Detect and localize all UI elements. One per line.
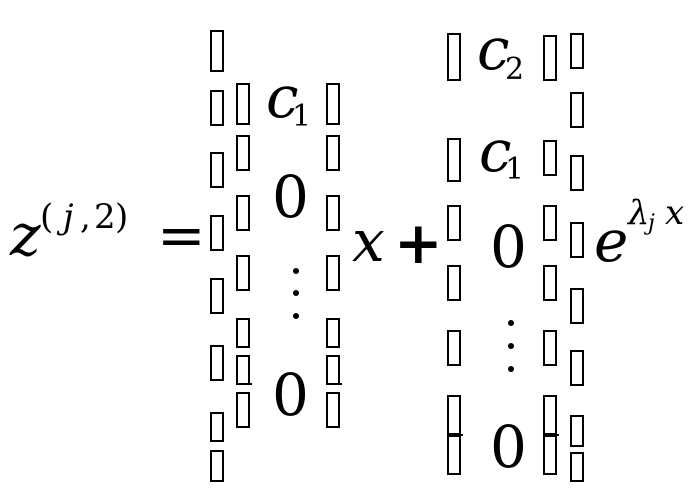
bracket-corner xyxy=(447,434,463,436)
missing-glyph-box xyxy=(570,288,584,324)
missing-glyph-box xyxy=(447,138,461,182)
second-vector-entry-zero: 0 xyxy=(490,213,527,281)
first-vector-entry-zero: 0 xyxy=(272,361,309,429)
ellipsis-dot xyxy=(508,366,514,372)
missing-glyph-box xyxy=(236,392,250,428)
missing-glyph-box xyxy=(447,435,461,475)
first-factor-x: x xyxy=(352,207,385,275)
bracket-corner xyxy=(236,383,252,385)
missing-glyph-box xyxy=(543,140,557,176)
first-vector-entry-c-subscript: 1 xyxy=(292,99,312,134)
missing-glyph-box xyxy=(570,155,584,191)
missing-glyph-box xyxy=(210,450,224,482)
missing-glyph-box xyxy=(447,265,461,301)
lhs-sup-close-paren: ) xyxy=(115,197,129,237)
ellipsis-dot xyxy=(508,320,514,326)
missing-glyph-box xyxy=(570,452,584,482)
bracket-corner xyxy=(543,434,559,436)
lhs-sup-open-paren: ( xyxy=(40,197,54,237)
second-vector-entry-c1: c xyxy=(479,117,512,185)
ellipsis-dot xyxy=(293,268,299,274)
missing-glyph-box xyxy=(326,255,340,291)
missing-glyph-box xyxy=(326,392,340,428)
exp-lambda-subscript: j xyxy=(648,211,655,236)
first-vector-entry-c: c xyxy=(266,63,299,131)
missing-glyph-box xyxy=(543,265,557,301)
missing-glyph-box xyxy=(236,135,250,171)
missing-glyph-box xyxy=(447,395,461,435)
missing-glyph-box xyxy=(210,215,224,251)
ellipsis-dot xyxy=(508,343,514,349)
missing-glyph-box xyxy=(543,435,557,475)
missing-glyph-box xyxy=(326,195,340,231)
missing-glyph-box xyxy=(210,152,224,188)
lhs-sup-order: 2 xyxy=(94,197,116,237)
lhs-sup-index: j xyxy=(63,197,74,237)
missing-glyph-box xyxy=(236,83,250,125)
second-vector-entry-c2-subscript: 2 xyxy=(505,52,525,87)
missing-glyph-box xyxy=(543,205,557,241)
missing-glyph-box xyxy=(570,92,584,128)
missing-glyph-box xyxy=(543,395,557,435)
ellipsis-dot xyxy=(293,313,299,319)
missing-glyph-box xyxy=(543,35,557,81)
lhs-sup-comma: , xyxy=(80,197,91,237)
lhs-z: z xyxy=(10,201,41,269)
missing-glyph-box xyxy=(326,318,340,348)
missing-glyph-box xyxy=(447,33,461,81)
missing-glyph-box xyxy=(570,222,584,258)
exp-base-e: e xyxy=(594,207,629,275)
missing-glyph-box xyxy=(570,33,584,69)
missing-glyph-box xyxy=(570,415,584,447)
missing-glyph-box xyxy=(210,30,224,72)
second-vector-entry-c2: c xyxy=(477,15,510,83)
missing-glyph-box xyxy=(210,278,224,314)
missing-glyph-box xyxy=(543,330,557,366)
second-vector-entry-c1-subscript: 1 xyxy=(505,152,525,187)
exp-lambda: λ xyxy=(628,193,650,233)
missing-glyph-box xyxy=(210,412,224,442)
missing-glyph-box xyxy=(447,330,461,366)
bracket-corner xyxy=(326,383,342,385)
missing-glyph-box xyxy=(236,195,250,231)
exp-x: x xyxy=(665,193,685,233)
ellipsis-dot xyxy=(293,290,299,296)
missing-glyph-box xyxy=(236,318,250,348)
missing-glyph-box xyxy=(570,350,584,386)
missing-glyph-box xyxy=(326,135,340,171)
first-vector-entry-zero: 0 xyxy=(272,163,309,231)
plus-sign: + xyxy=(394,209,443,277)
equals-sign: = xyxy=(157,201,206,269)
missing-glyph-box xyxy=(326,83,340,125)
missing-glyph-box xyxy=(326,355,340,385)
missing-glyph-box xyxy=(210,345,224,381)
missing-glyph-box xyxy=(210,90,224,126)
missing-glyph-box xyxy=(447,205,461,241)
missing-glyph-box xyxy=(236,255,250,291)
missing-glyph-box xyxy=(236,355,250,385)
second-vector-entry-zero: 0 xyxy=(490,413,527,481)
